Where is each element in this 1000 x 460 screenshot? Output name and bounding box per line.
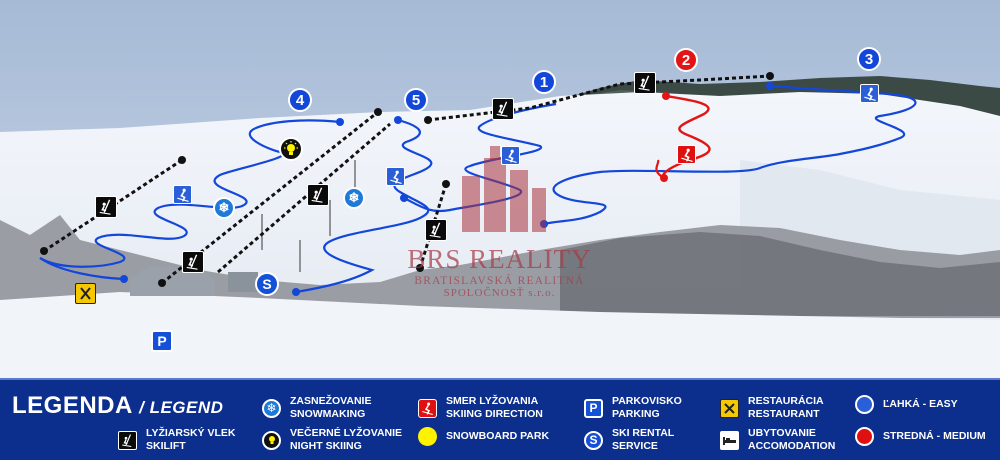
legend-direction-line1: SMER LYŽOVANIA	[446, 395, 539, 407]
slope-1-marker[interactable]: 1	[532, 70, 556, 94]
slope-4-path	[39, 119, 341, 268]
watermark: BRS REALITY BRATISLAVSKÁ REALITNÁ SPOLOČ…	[392, 244, 607, 314]
rental-icon: S	[584, 430, 603, 450]
slope-endpoint	[336, 118, 344, 126]
legend-snowboard-line1: SNOWBOARD PARK	[446, 430, 550, 442]
legend-parking-line1: PARKOVISKO	[612, 395, 682, 407]
blue-circle-icon	[855, 395, 874, 414]
slope-endpoint	[660, 174, 668, 182]
legend-item-snowboard: SNOWBOARD PARK	[418, 427, 549, 446]
skilift-icon[interactable]	[634, 72, 656, 94]
legend-item-easy: ĽAHKÁ - EASY	[855, 395, 958, 414]
skier-icon	[418, 398, 437, 418]
slope-endpoint	[394, 116, 402, 124]
snowflake-icon: ❄	[262, 398, 281, 418]
parking-marker[interactable]: P	[151, 330, 173, 352]
skilift-icon[interactable]	[95, 196, 117, 218]
lift-endpoint	[374, 108, 382, 116]
ski-rental-marker[interactable]: S	[255, 272, 279, 296]
bed-icon	[720, 430, 739, 450]
skilift-icon[interactable]	[492, 98, 514, 120]
legend-rental-line1: SKI RENTAL	[612, 427, 675, 439]
slope-2-marker[interactable]: 2	[674, 48, 698, 72]
skier-direction-icon	[386, 167, 405, 186]
legend-item-medium: STREDNÁ - MEDIUM	[855, 427, 986, 446]
legend-skilift-line1: LYŽIARSKÝ VLEK	[146, 427, 236, 439]
slope-endpoint	[292, 288, 300, 296]
legend-title: LEGENDA / LEGEND	[12, 392, 223, 420]
restaurant-icon[interactable]	[75, 283, 96, 304]
lift-endpoint	[442, 180, 450, 188]
legend-night-line2: NIGHT SKIING	[290, 440, 362, 452]
lift-station	[228, 272, 258, 292]
lift-endpoint	[766, 72, 774, 80]
lift-endpoint	[40, 247, 48, 255]
legend-accommodation-line1: UBYTOVANIE	[748, 427, 816, 439]
skilift-icon[interactable]	[182, 251, 204, 273]
legend-medium-line1: STREDNÁ - MEDIUM	[883, 430, 986, 442]
legend-skilift-line2: SKILIFT	[146, 440, 186, 452]
slope-endpoint	[400, 194, 408, 202]
red-circle-icon	[855, 427, 874, 446]
legend-restaurant-line1: RESTAURÁCIA	[748, 395, 824, 407]
ski-map-scene	[0, 0, 1000, 378]
lift-endpoint	[178, 156, 186, 164]
skier-direction-icon-red	[677, 145, 696, 164]
legend-restaurant-line2: RESTAURANT	[748, 408, 820, 420]
legend-title-text: LEGENDA	[12, 392, 132, 419]
snow-foreground	[0, 292, 1000, 378]
skier-direction-icon	[501, 146, 520, 165]
snowflake-icon: ❄	[213, 197, 235, 219]
lightbulb-icon	[279, 137, 303, 161]
legend-accommodation-line2: ACCOMODATION	[748, 440, 836, 452]
watermark-title: BRS REALITY	[407, 244, 592, 274]
slope-2-path	[661, 94, 711, 180]
slope-3-path	[543, 84, 917, 226]
lightbulb-icon	[262, 430, 281, 450]
legend-subtitle: / LEGEND	[139, 398, 224, 417]
yellow-dot-icon	[418, 427, 437, 446]
lodge-building	[130, 266, 215, 296]
skilift-icon[interactable]	[307, 184, 329, 206]
slope-4-marker[interactable]: 4	[288, 88, 312, 112]
slope-4-branch	[39, 257, 125, 281]
slope-endpoint	[766, 82, 774, 90]
watermark-line2: BRATISLAVSKÁ REALITNÁ	[414, 275, 585, 287]
legend-snowmaking-line2: SNOWMAKING	[290, 408, 366, 420]
tree-band-dark	[560, 232, 1000, 316]
legend-night-line1: VEČERNÉ LYŽOVANIE	[290, 427, 403, 439]
legend-snowmaking-line1: ZASNEŽOVANIE	[290, 395, 372, 407]
slope-3-marker[interactable]: 3	[857, 47, 881, 71]
lift-endpoint	[158, 279, 166, 287]
slope-1-path	[403, 102, 557, 213]
lift-line-middle-b	[217, 122, 391, 274]
watermark-logo	[462, 146, 546, 232]
restaurant-icon	[720, 398, 739, 418]
snowflake-icon: ❄	[343, 187, 365, 209]
skilift-icon[interactable]	[425, 219, 447, 241]
legend-parking-line2: PARKING	[612, 408, 660, 420]
legend-rental-line2: SERVICE	[612, 440, 658, 452]
lift-endpoint	[424, 116, 432, 124]
lift-endpoint	[416, 264, 424, 272]
slope-endpoint	[120, 275, 128, 283]
legend-direction-line2: SKIING DIRECTION	[446, 408, 543, 420]
skier-direction-icon	[173, 185, 192, 204]
watermark-line3: SPOLOČNOSŤ s.r.o.	[443, 287, 556, 299]
parking-icon: P	[584, 398, 603, 418]
slope-5-marker[interactable]: 5	[404, 88, 428, 112]
slope-endpoint	[662, 92, 670, 100]
skier-direction-icon	[860, 84, 879, 103]
skilift-icon	[118, 430, 137, 450]
legend-easy-line1: ĽAHKÁ - EASY	[883, 398, 958, 410]
